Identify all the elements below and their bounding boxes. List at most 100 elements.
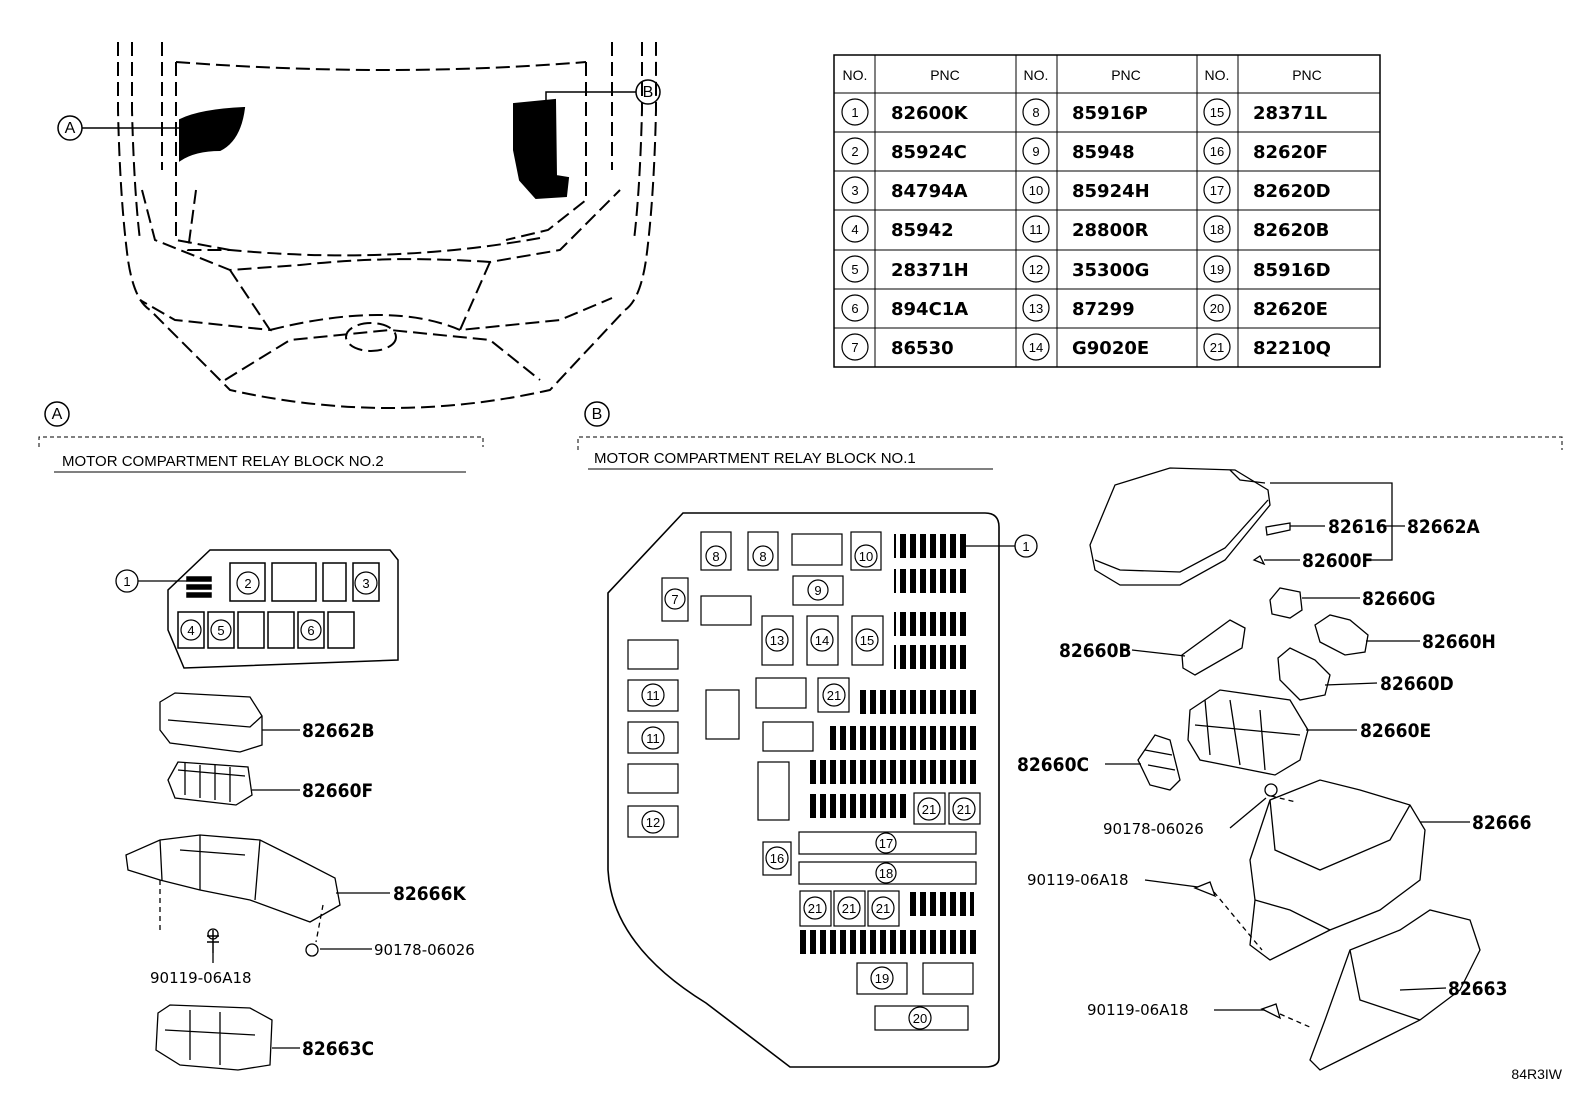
table-pnc: 87299	[1072, 299, 1135, 320]
table-pnc: 85916D	[1253, 260, 1331, 281]
svg-text:9: 9	[814, 583, 821, 598]
table-pnc: 82600K	[891, 103, 969, 124]
svg-text:21: 21	[808, 901, 822, 916]
relay-block-1-layout	[607, 512, 1000, 1068]
slot-21e: 21	[837, 896, 861, 920]
table-pnc: 28371H	[891, 260, 969, 281]
fuse-arrays	[800, 534, 976, 954]
table-no-circle	[1022, 137, 1050, 165]
table-pnc: 82620F	[1253, 142, 1328, 163]
slot-11b: 11	[641, 726, 665, 750]
callout-1-block-b: 1	[965, 534, 1038, 558]
table-pnc: 85924H	[1072, 181, 1150, 202]
part-90119-06a18-b1: 90119-06A18	[1027, 871, 1129, 889]
table-pnc: 35300G	[1072, 260, 1149, 281]
slot-5: 5	[210, 619, 232, 641]
table-no-circle	[841, 98, 869, 126]
table-pnc: 894C1A	[891, 299, 968, 320]
svg-text:7: 7	[671, 592, 678, 607]
table-no: 13	[1029, 301, 1043, 316]
svg-text:13: 13	[770, 633, 784, 648]
svg-text:21: 21	[876, 901, 890, 916]
part-82662a: 82662A	[1407, 516, 1480, 538]
svg-text:B: B	[643, 84, 654, 101]
slot-17: 17	[875, 832, 897, 854]
diagram-code: 84R3IW	[1511, 1066, 1562, 1082]
table-pnc: 84794A	[891, 181, 968, 202]
section-b-label: B	[592, 406, 603, 423]
table-no: 2	[851, 144, 858, 159]
slot-16: 16	[765, 846, 789, 870]
svg-text:18: 18	[879, 866, 893, 881]
svg-text:21: 21	[957, 802, 971, 817]
table-no-circle	[841, 333, 869, 361]
table-pnc: 82620D	[1253, 181, 1331, 202]
table-pnc: 85942	[891, 220, 954, 241]
table-no: 17	[1210, 183, 1224, 198]
svg-text:12: 12	[646, 815, 660, 830]
table-no-circle	[1203, 255, 1231, 283]
slot-8a: 8	[705, 545, 727, 567]
section-a-label: A	[52, 406, 63, 423]
svg-text:1: 1	[123, 574, 130, 589]
svg-text:17: 17	[879, 836, 893, 851]
table-pnc: 28800R	[1072, 220, 1149, 241]
svg-text:16: 16	[770, 851, 784, 866]
table-no: 4	[851, 222, 858, 237]
table-pnc: 82620B	[1253, 220, 1329, 241]
table-no-circle	[1022, 333, 1050, 361]
slot-18: 18	[875, 862, 897, 884]
table-no-circle	[1203, 294, 1231, 322]
slot-numbers: 7 8 8 10 9 13 14 15 11 11 12 21 21 21 16…	[641, 544, 976, 1030]
part-82663: 82663	[1448, 978, 1507, 1000]
slot-3: 3	[354, 571, 378, 595]
table-header-pnc-3: PNC	[1292, 67, 1322, 83]
table-no: 6	[851, 301, 858, 316]
svg-text:A: A	[65, 120, 76, 137]
svg-text:11: 11	[646, 688, 660, 703]
table-header-pnc-1: PNC	[930, 67, 960, 83]
svg-text:6: 6	[307, 623, 314, 638]
part-82660g: 82660G	[1362, 588, 1436, 610]
slot-4: 4	[180, 619, 202, 641]
slot-20: 20	[908, 1006, 932, 1030]
table-header-no-1: NO.	[843, 67, 868, 83]
table-no: 20	[1210, 301, 1224, 316]
table-no: 11	[1029, 222, 1043, 237]
table-pnc: 86530	[891, 338, 954, 359]
table-no: 21	[1210, 340, 1224, 355]
part-82600f: 82600F	[1302, 550, 1373, 572]
svg-text:8: 8	[759, 549, 766, 564]
table-no: 5	[851, 262, 858, 277]
table-no: 19	[1210, 262, 1224, 277]
svg-text:4: 4	[187, 623, 194, 638]
part-82660d: 82660D	[1380, 673, 1454, 695]
part-90178-06026-a: 90178-06026	[374, 941, 475, 959]
part-82660c: 82660C	[1017, 754, 1089, 776]
part-82660h: 82660H	[1422, 631, 1496, 653]
table-no-circle	[1022, 215, 1050, 243]
section-a: A MOTOR COMPARTMENT RELAY BLOCK NO.2 1	[38, 401, 484, 1071]
part-82663c: 82663C	[302, 1038, 374, 1060]
table-no-circle	[1203, 215, 1231, 243]
vehicle-front-view	[117, 42, 657, 410]
table-pnc: 85948	[1072, 142, 1135, 163]
table-no: 18	[1210, 222, 1224, 237]
part-illustrations-b	[1089, 467, 1481, 1071]
slot-9: 9	[807, 579, 829, 601]
callout-1-block-a: 1	[115, 569, 187, 593]
slot-7: 7	[664, 588, 686, 610]
relay-block-2-layout	[167, 549, 399, 669]
table-no-circle	[1203, 137, 1231, 165]
slot-11a: 11	[641, 683, 665, 707]
slot-15: 15	[855, 628, 879, 652]
slot-12: 12	[641, 810, 665, 834]
leader-lines-b	[1105, 482, 1470, 1011]
part-90119-06a18-b2: 90119-06A18	[1087, 1001, 1189, 1019]
table-pnc: 82210Q	[1253, 338, 1331, 359]
part-82660f: 82660F	[302, 780, 373, 802]
table-no: 10	[1029, 183, 1043, 198]
part-90119-06a18-a: 90119-06A18	[150, 969, 252, 987]
